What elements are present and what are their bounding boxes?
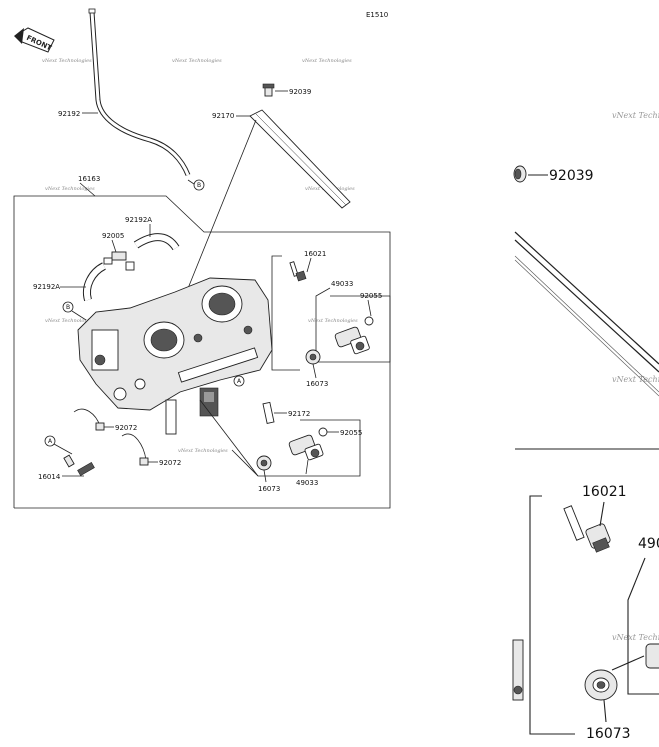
svg-text:B: B	[197, 182, 201, 189]
ref-b-side	[62, 301, 74, 313]
label-92192: 92192	[58, 110, 80, 118]
injector-49033-lower	[288, 434, 324, 461]
diagram-code: E1510	[366, 11, 388, 19]
ref-a-body	[233, 375, 245, 387]
svg-text:vNext Technologies: vNext Technologies	[45, 186, 95, 192]
ref-a-bottom	[44, 435, 56, 447]
svg-text:vNext Technologies: vNext Technologies	[178, 448, 228, 454]
band-92170-zoom	[514, 231, 659, 397]
label-92005: 92005	[102, 232, 124, 240]
injector-box-lower	[231, 419, 361, 477]
injector-zoom	[645, 643, 659, 669]
front-arrow-icon: FRONT	[14, 27, 55, 53]
bracket-upper	[271, 255, 300, 371]
oring-92055-upper	[364, 316, 374, 326]
svg-text:vNext Technologies: vNext Technologies	[42, 58, 92, 64]
screw-16021-upper	[289, 261, 307, 282]
svg-text:A: A	[48, 438, 53, 445]
bolt-92039-zoom	[513, 165, 527, 183]
injector-box-upper	[315, 287, 391, 363]
seal-16073-lower	[256, 455, 272, 471]
label-92170: 92170	[212, 112, 234, 120]
clamp-92072-a	[73, 408, 105, 431]
label-92055-top: 92055	[360, 292, 382, 300]
injector-box-zoom	[627, 557, 659, 695]
svg-text:vNext Technologies: vNext Technologies	[45, 318, 95, 324]
label-16014: 16014	[38, 473, 61, 481]
label-490-zoom: 490	[638, 536, 659, 552]
label-16021: 16021	[304, 250, 326, 258]
hose-92192a-top	[133, 233, 180, 251]
band-92170	[249, 109, 351, 209]
svg-text:vNext Technologies: vNext Technologies	[172, 58, 222, 64]
bracket-zoom	[529, 495, 575, 735]
seal-16073-upper	[305, 349, 321, 365]
svg-text:vNext Technologies: vNext Technologies	[612, 375, 659, 384]
label-16073-top: 16073	[306, 380, 328, 388]
label-92055-bot: 92055	[340, 429, 362, 437]
label-92192a-left: 92192A	[33, 283, 60, 291]
clamp-92072-b	[121, 433, 149, 466]
injector-49033-upper	[334, 326, 370, 355]
svg-text:B: B	[66, 304, 70, 311]
label-92072-a: 92072	[115, 424, 137, 432]
svg-text:A: A	[237, 378, 242, 385]
label-49033-bot: 49033	[296, 479, 318, 487]
bolt-92039	[262, 83, 275, 97]
svg-text:vNext Technologies: vNext Technologies	[308, 318, 358, 324]
label-92072-b: 92072	[159, 459, 181, 467]
label-92192a-top: 92192A	[125, 216, 152, 224]
seal-16073-zoom	[584, 669, 618, 701]
sensor-16014	[63, 454, 95, 477]
label-16163: 16163	[78, 175, 100, 183]
svg-text:vNext Technologies: vNext Technologies	[302, 58, 352, 64]
screw-16021-zoom	[563, 505, 611, 553]
fitting-92005	[103, 251, 135, 271]
zoom-panel: vNext Technologies vNext Technologies vN…	[512, 111, 659, 742]
throttle-body	[77, 277, 273, 435]
throttle-body-edge-zoom	[512, 639, 524, 701]
label-16073-zoom: 16073	[586, 726, 631, 742]
hose-92192	[88, 8, 191, 176]
label-92172: 92172	[288, 410, 310, 418]
label-16021-zoom: 16021	[582, 484, 627, 500]
part-92172	[262, 401, 275, 424]
label-16073-bot: 16073	[258, 485, 280, 493]
svg-text:vNext Technologies: vNext Technologies	[612, 633, 659, 642]
svg-text:vNext Technologies: vNext Technologies	[612, 111, 659, 120]
label-49033-top: 49033	[331, 280, 353, 288]
oring-92055-lower	[318, 427, 328, 437]
hose-92192a-left	[83, 262, 107, 302]
label-92039: 92039	[289, 88, 311, 96]
assembly-frame	[13, 195, 391, 509]
label-92039-zoom: 92039	[549, 168, 594, 184]
ref-b-top	[193, 179, 205, 191]
